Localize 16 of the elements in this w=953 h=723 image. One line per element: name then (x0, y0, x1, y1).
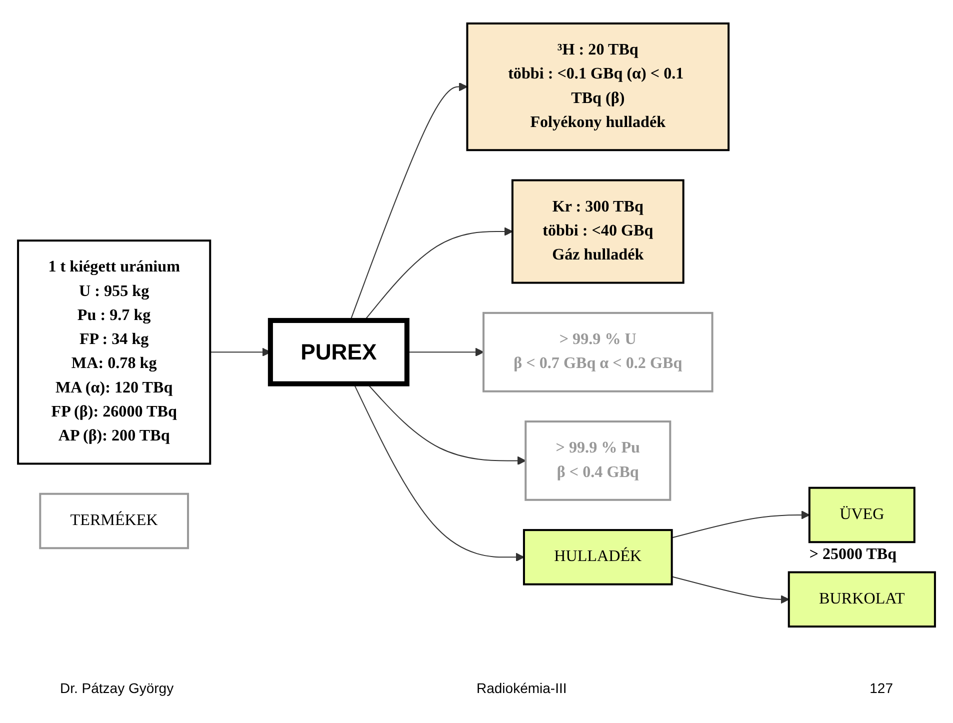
node-box: 1 t kiégett uránium U : 955 kg Pu : 9.7 kg FP : 34 kg MA: 0.78 kg MA (α): 120 TBq FP (β): 26000 TBq AP (β): 200 TBq (17, 240, 212, 465)
node-box: HULLADÉK (522, 529, 673, 586)
node-box: ÜVEG (808, 486, 916, 544)
node-box: PUREX (268, 318, 410, 386)
node-box: BURKOLAT (788, 571, 936, 628)
node-box: > 99.9 % Pu β < 0.4 GBq (524, 420, 672, 501)
node-box: > 99.9 % U β < 0.7 GBq α < 0.2 GBq (482, 312, 714, 392)
arrow (672, 576, 790, 604)
arrow (672, 510, 810, 538)
node-box: Kr : 300 TBq többi : <40 GBq Gáz hulladék (511, 179, 684, 284)
author-name: Dr. Pátzay György (60, 680, 174, 696)
node-box: ³H : 20 TBq többi : <0.1 GBq (α) < 0.1 TBq (β) Folyékony hulladék (466, 22, 730, 152)
page-number: 127 (870, 680, 893, 696)
node-box: TERMÉKEK (39, 492, 190, 550)
activity-note: > 25000 TBq (809, 546, 896, 564)
course-title: Radiokémia-III (476, 680, 567, 696)
